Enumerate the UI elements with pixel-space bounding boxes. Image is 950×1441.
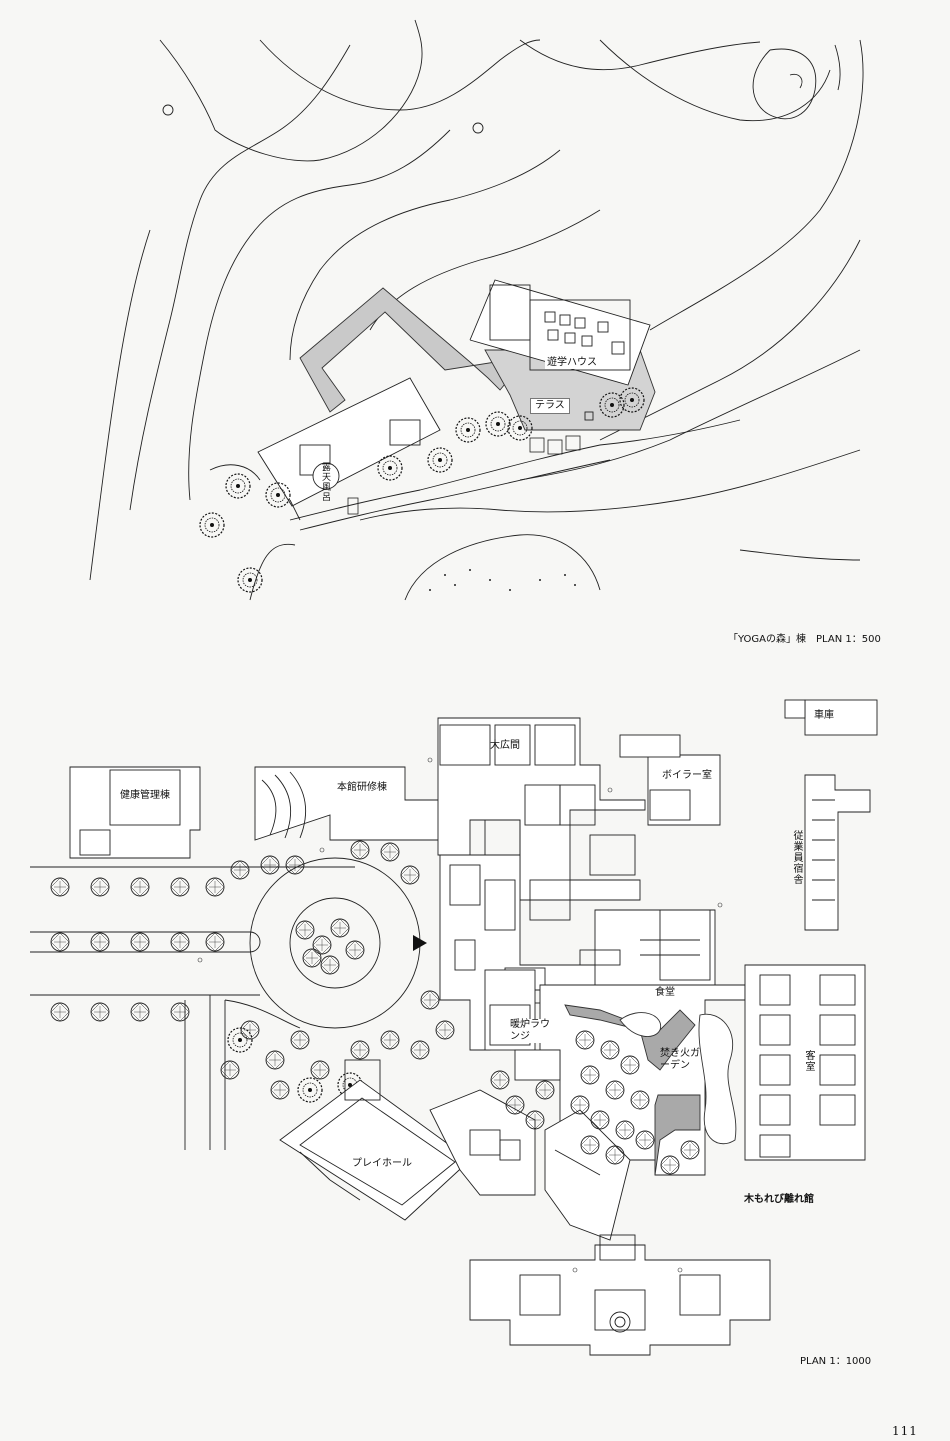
top-plan [89, 19, 864, 601]
road-trees [50, 840, 455, 1103]
label-yugaku-house: 遊学ハウス [545, 357, 599, 369]
dots [429, 569, 576, 591]
main-plan-caption: PLAN 1：1000 [800, 1356, 872, 1367]
page-number: 111 [892, 1424, 918, 1438]
label-staff-dorm: 従業員宿舎 [791, 830, 802, 885]
markers [197, 757, 723, 1273]
garden-paths [564, 1004, 737, 1176]
label-rotenburo: 露天風呂 [320, 462, 330, 502]
rotenburo-building [257, 377, 441, 521]
label-dining: 食堂 [655, 987, 675, 998]
yugaku-house [469, 279, 651, 421]
label-daihiroma: 大広間 [490, 740, 520, 751]
main-plan-roads [30, 857, 421, 1150]
label-terrace: テラス [530, 398, 570, 414]
entrance-arrow [413, 935, 427, 951]
label-boiler-room: ボイラー室 [662, 770, 712, 781]
label-danro-lounge: 暖炉ラウンジ [510, 1019, 550, 1043]
label-honkan-kenshu: 本館研修棟 [337, 782, 387, 793]
label-garage: 車庫 [814, 710, 834, 721]
top-plan-caption: 「YOGAの森」棟 PLAN 1：500 [728, 634, 881, 645]
huts [347, 435, 581, 515]
label-takibi-garden: 焚き火ガーデン [660, 1048, 700, 1071]
label-health-building: 健康管理棟 [120, 790, 170, 801]
label-guest-rooms: 客室 [802, 1050, 814, 1072]
main-buildings [69, 699, 878, 1356]
label-komorebi-annex: 木もれび離れ館 [744, 1194, 814, 1205]
label-playhall: プレイホール [352, 1158, 412, 1169]
